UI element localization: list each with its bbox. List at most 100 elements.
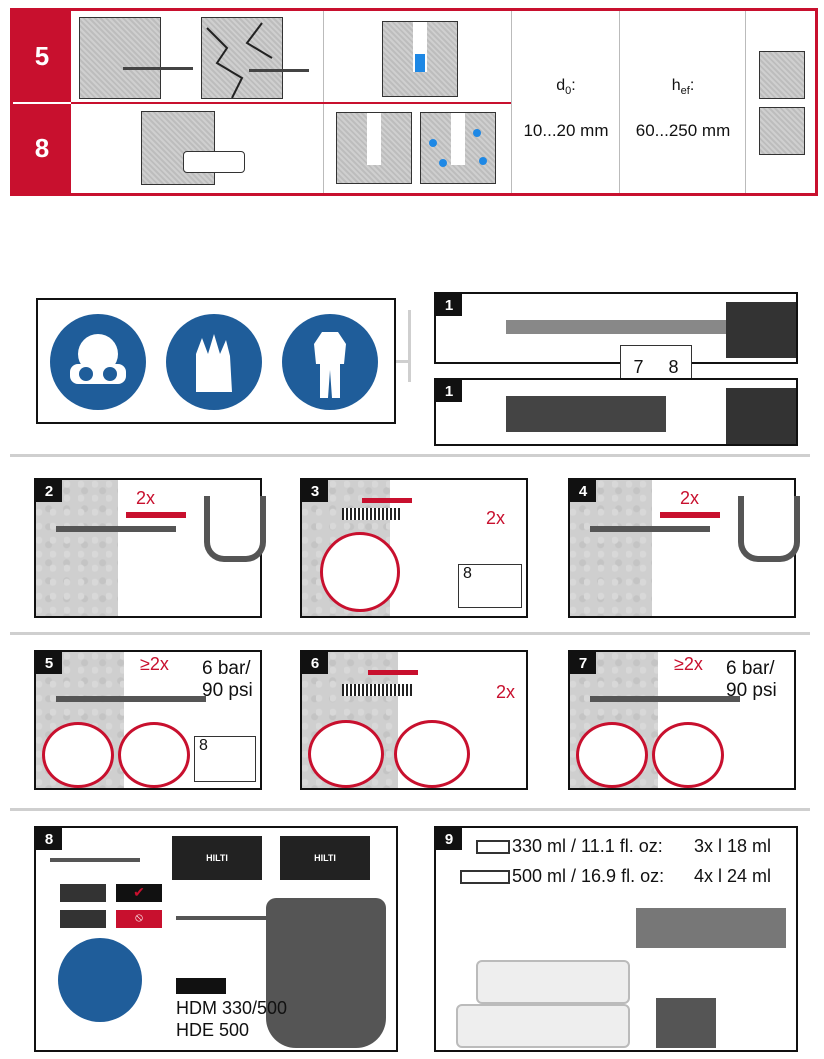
repeat-count: 2x (680, 488, 700, 508)
not-ok-circle (394, 720, 470, 788)
repeat-count: 2x (486, 508, 506, 528)
double-arrow-icon (126, 512, 186, 518)
step-number: 1 (436, 380, 462, 402)
ok-circle (42, 722, 114, 788)
manual-book-icon: 8 (194, 736, 256, 782)
gloves-icon (166, 314, 262, 410)
step-number: 2 (36, 480, 62, 502)
step-5-panel: 5 ≥2x 6 bar/ 90 psi 8 (34, 650, 262, 790)
dispenser-concrete-icon (141, 111, 215, 185)
foil-pack-holder-icon: HILTI (172, 836, 262, 880)
foil-pack-icon (60, 910, 106, 928)
horizontal-install-icon (759, 107, 805, 155)
cracked-concrete-icon (201, 17, 283, 99)
step-8-panel: 8 HILTI HILTI ✔ ⦸ HDM 330/500 HDE 500 (34, 826, 398, 1052)
connector (10, 632, 810, 635)
dispenser-icon (636, 908, 786, 948)
step-number: 3 (302, 480, 328, 502)
not-ok-circle (652, 722, 724, 788)
double-arrow-icon (660, 512, 720, 518)
reject-icon: ⦸ (116, 910, 162, 928)
foil-pack-holder-2-icon: HILTI (280, 836, 370, 880)
step-1-diamond-core-panel: 1 (434, 378, 798, 446)
connector (408, 310, 411, 382)
water-hose-icon (56, 526, 176, 532)
spec-table: 5 8 d0: 10...20 mm hef: 60...250 mm (10, 8, 818, 196)
cell-hole-conditions (323, 104, 511, 193)
cartridge-icon (183, 151, 245, 173)
book-page-right: 8 (668, 356, 679, 377)
manual-dispenser-icon (176, 978, 226, 994)
hammer-drill-bit-icon (506, 320, 726, 334)
discard-foil-pack-2-icon (456, 1004, 630, 1048)
hef-value: 60...250 mm (635, 121, 731, 140)
mixer-nozzle-icon (50, 858, 140, 862)
connector (396, 360, 410, 363)
wet-hole-icon (420, 112, 496, 184)
ppe-panel (36, 298, 396, 424)
manual-book-icon: 8 (458, 564, 522, 608)
drill-bit-2-icon (249, 69, 309, 72)
read-manual-icon (58, 938, 142, 1022)
battery-dispenser-icon (266, 898, 386, 1048)
ok-circle (576, 722, 648, 788)
step-1-drill-panel: 1 (434, 292, 798, 364)
ok-circle (308, 720, 384, 788)
step-4-panel: 4 2x (568, 478, 800, 618)
large-foil-pack-icon (460, 870, 510, 884)
row-label-8: 8 (13, 104, 71, 193)
step-number: 6 (302, 652, 328, 674)
book-page: 8 (199, 737, 208, 754)
brush-icon (342, 684, 412, 696)
concrete-block (570, 480, 652, 616)
step-number: 8 (36, 828, 62, 850)
volume-330: 330 ml / 11.1 fl. oz: (512, 836, 663, 856)
double-arrow-icon (368, 670, 418, 675)
repeat-count: 2x (496, 682, 516, 702)
row-label-5: 5 (13, 11, 71, 102)
concrete-block (36, 480, 118, 616)
connector (10, 454, 810, 457)
step-number: 9 (436, 828, 462, 850)
safety-glasses-icon (50, 314, 146, 410)
brush-icon (342, 508, 402, 520)
volume-500: 500 ml / 16.9 fl. oz: (512, 866, 665, 886)
core-bit-icon (506, 396, 666, 432)
accept-check-icon: ✔ (116, 884, 162, 902)
rate-500: 4x l 24 ml (694, 866, 772, 886)
waste-bin-icon (656, 998, 716, 1048)
brush-check-circle (320, 532, 400, 612)
faucet-icon (204, 496, 266, 562)
vertical-install-icon (759, 51, 805, 99)
pressure-line-1: 6 bar/ (202, 658, 251, 679)
pressure-line-1: 6 bar/ (726, 658, 775, 679)
book-page-left: 7 (633, 356, 644, 377)
step-number: 7 (570, 652, 596, 674)
discard-foil-pack-icon (476, 960, 630, 1004)
faucet-icon (738, 496, 800, 562)
water-hose-icon (590, 526, 710, 532)
rate-330: 3x l 18 ml (694, 836, 772, 856)
hef-cell: hef: 60...250 mm (619, 11, 745, 193)
brand-label: HILTI (206, 853, 228, 863)
repeat-count: ≥2x (674, 654, 703, 674)
orientation-cell (745, 11, 815, 193)
water-filled-hole-icon (382, 21, 458, 97)
hammer-drill-concrete-icon (79, 17, 161, 99)
row-divider (71, 102, 511, 104)
air-nozzle-icon (590, 696, 740, 702)
pressure-line-2: 90 psi (726, 680, 777, 701)
step-number: 5 (36, 652, 62, 674)
cell-water-hole (323, 11, 511, 102)
connector (10, 808, 810, 811)
repeat-count: ≥2x (140, 654, 169, 674)
core-drill-motor-icon (726, 388, 796, 444)
step-9-panel: 9 330 ml / 11.1 fl. oz: 3x l 18 ml 500 m… (434, 826, 798, 1052)
hammer-drill-icon (726, 302, 796, 358)
double-arrow-icon (362, 498, 412, 503)
drill-bit-icon (123, 67, 193, 70)
hef-label: hef: (671, 77, 695, 98)
d0-cell: d0: 10...20 mm (511, 11, 619, 193)
step-number: 1 (436, 294, 462, 316)
step-6-panel: 6 2x (300, 650, 528, 790)
